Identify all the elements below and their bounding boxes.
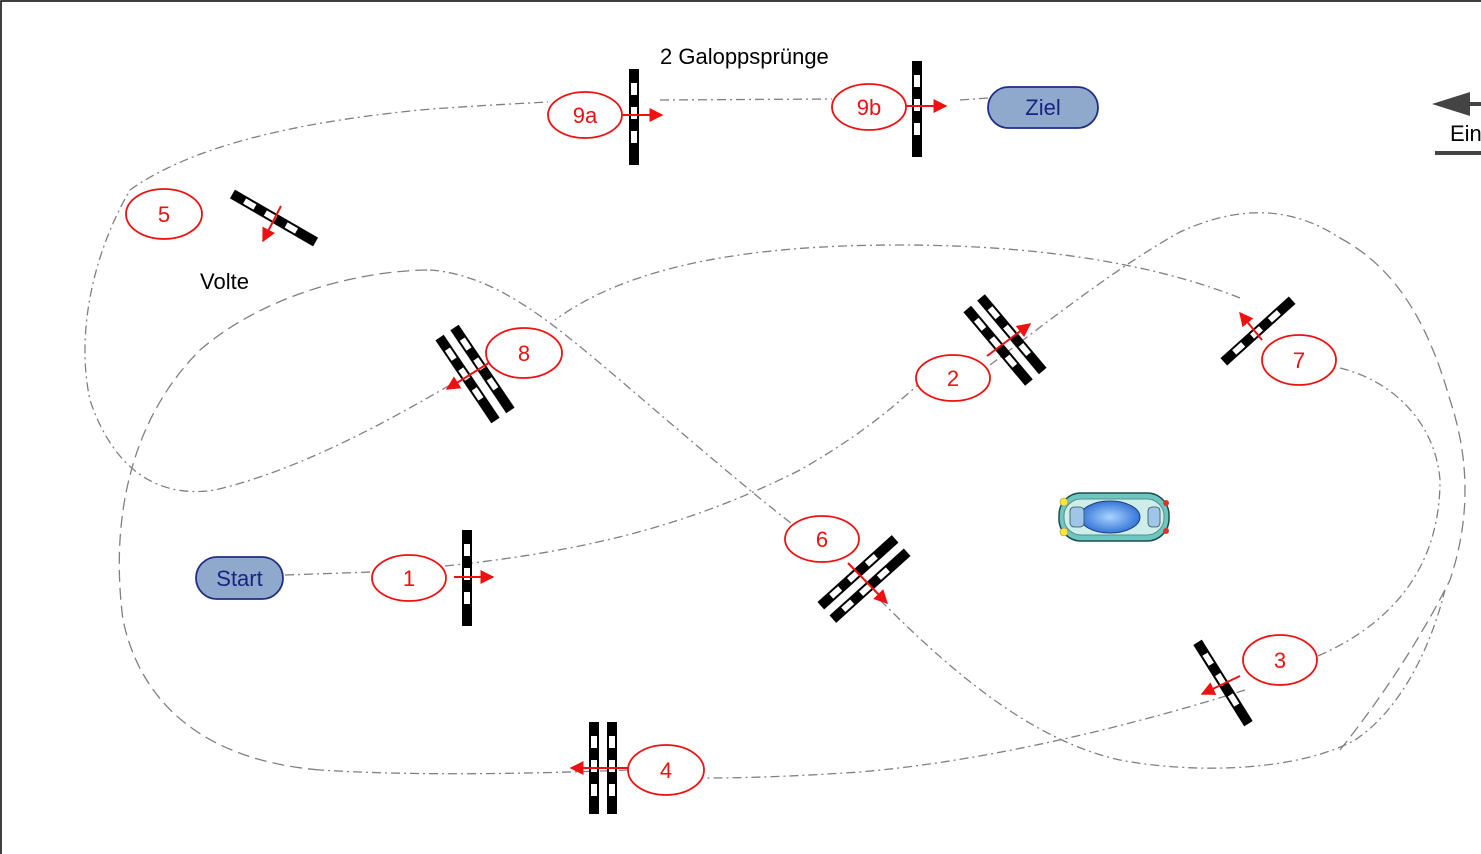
start-pill: Start — [195, 556, 284, 600]
obstacle-marker-3-label: 3 — [1274, 648, 1286, 673]
volte-label: Volte — [200, 269, 249, 294]
course-path-7-loop — [1339, 237, 1466, 751]
obstacle-marker-8: 8 — [485, 327, 563, 379]
course-path-5-to-9a — [129, 101, 549, 191]
obstacle-marker-9a: 9a — [547, 91, 623, 139]
obstacle-3-direction — [1200, 675, 1241, 695]
obstacle-marker-5: 5 — [125, 188, 203, 240]
entrance-label: Ein — [1450, 121, 1481, 146]
course-path-6-segment — [429, 269, 801, 531]
course-path-9a-to-ziel — [659, 97, 989, 101]
obstacle-8-direction — [445, 360, 493, 390]
obstacle-marker-2: 2 — [915, 354, 991, 402]
course-path-6-to-3 — [879, 589, 1446, 769]
obstacle-marker-1: 1 — [371, 554, 447, 602]
obstacle-marker-3: 3 — [1242, 634, 1318, 686]
obstacle-marker-4: 4 — [627, 744, 705, 796]
obstacle-marker-5-label: 5 — [158, 202, 170, 227]
ziel-label: Ziel — [1025, 95, 1060, 120]
course-path-3-to-4 — [319, 689, 1246, 779]
obstacle-marker-8-label: 8 — [518, 341, 530, 366]
entrance-arrow-icon — [1432, 92, 1481, 155]
start-label: Start — [216, 566, 262, 591]
obstacle-marker-7-label: 7 — [1293, 348, 1305, 373]
course-path-8-to-5 — [84, 189, 451, 493]
obstacle-6-direction — [847, 562, 888, 605]
obstacle-marker-4-label: 4 — [660, 758, 672, 783]
obstacle-5-direction — [262, 205, 282, 243]
obstacle-marker-7: 7 — [1261, 334, 1337, 386]
course-path-start-to-2 — [284, 384, 919, 576]
obstacle-marker-9b: 9b — [831, 83, 907, 131]
galopp-label: 2 Galoppsprünge — [660, 44, 829, 69]
obstacle-2-pole — [963, 294, 1047, 386]
obstacle-9b-pole — [912, 61, 922, 157]
obstacle-marker-2-label: 2 — [947, 366, 959, 391]
obstacle-7-direction — [1239, 311, 1263, 341]
course-path-4-to-6 — [118, 269, 431, 771]
obstacle-marker-9b-label: 9b — [857, 95, 881, 120]
obstacle-marker-6: 6 — [784, 515, 860, 563]
course-path-3-to-7 — [1317, 367, 1441, 657]
obstacle-marker-6-label: 6 — [816, 527, 828, 552]
course-path-7-to-8 — [554, 244, 1241, 321]
car-icon — [1058, 492, 1170, 542]
obstacle-marker-9a-label: 9a — [573, 103, 598, 128]
obstacle-2-direction — [986, 323, 1032, 357]
obstacle-9a-pole — [629, 69, 639, 165]
course-path-2-to-7 — [989, 212, 1341, 366]
obstacle-marker-1-label: 1 — [403, 566, 415, 591]
ziel-pill: Ziel — [987, 86, 1099, 129]
course-paths — [84, 97, 1466, 779]
